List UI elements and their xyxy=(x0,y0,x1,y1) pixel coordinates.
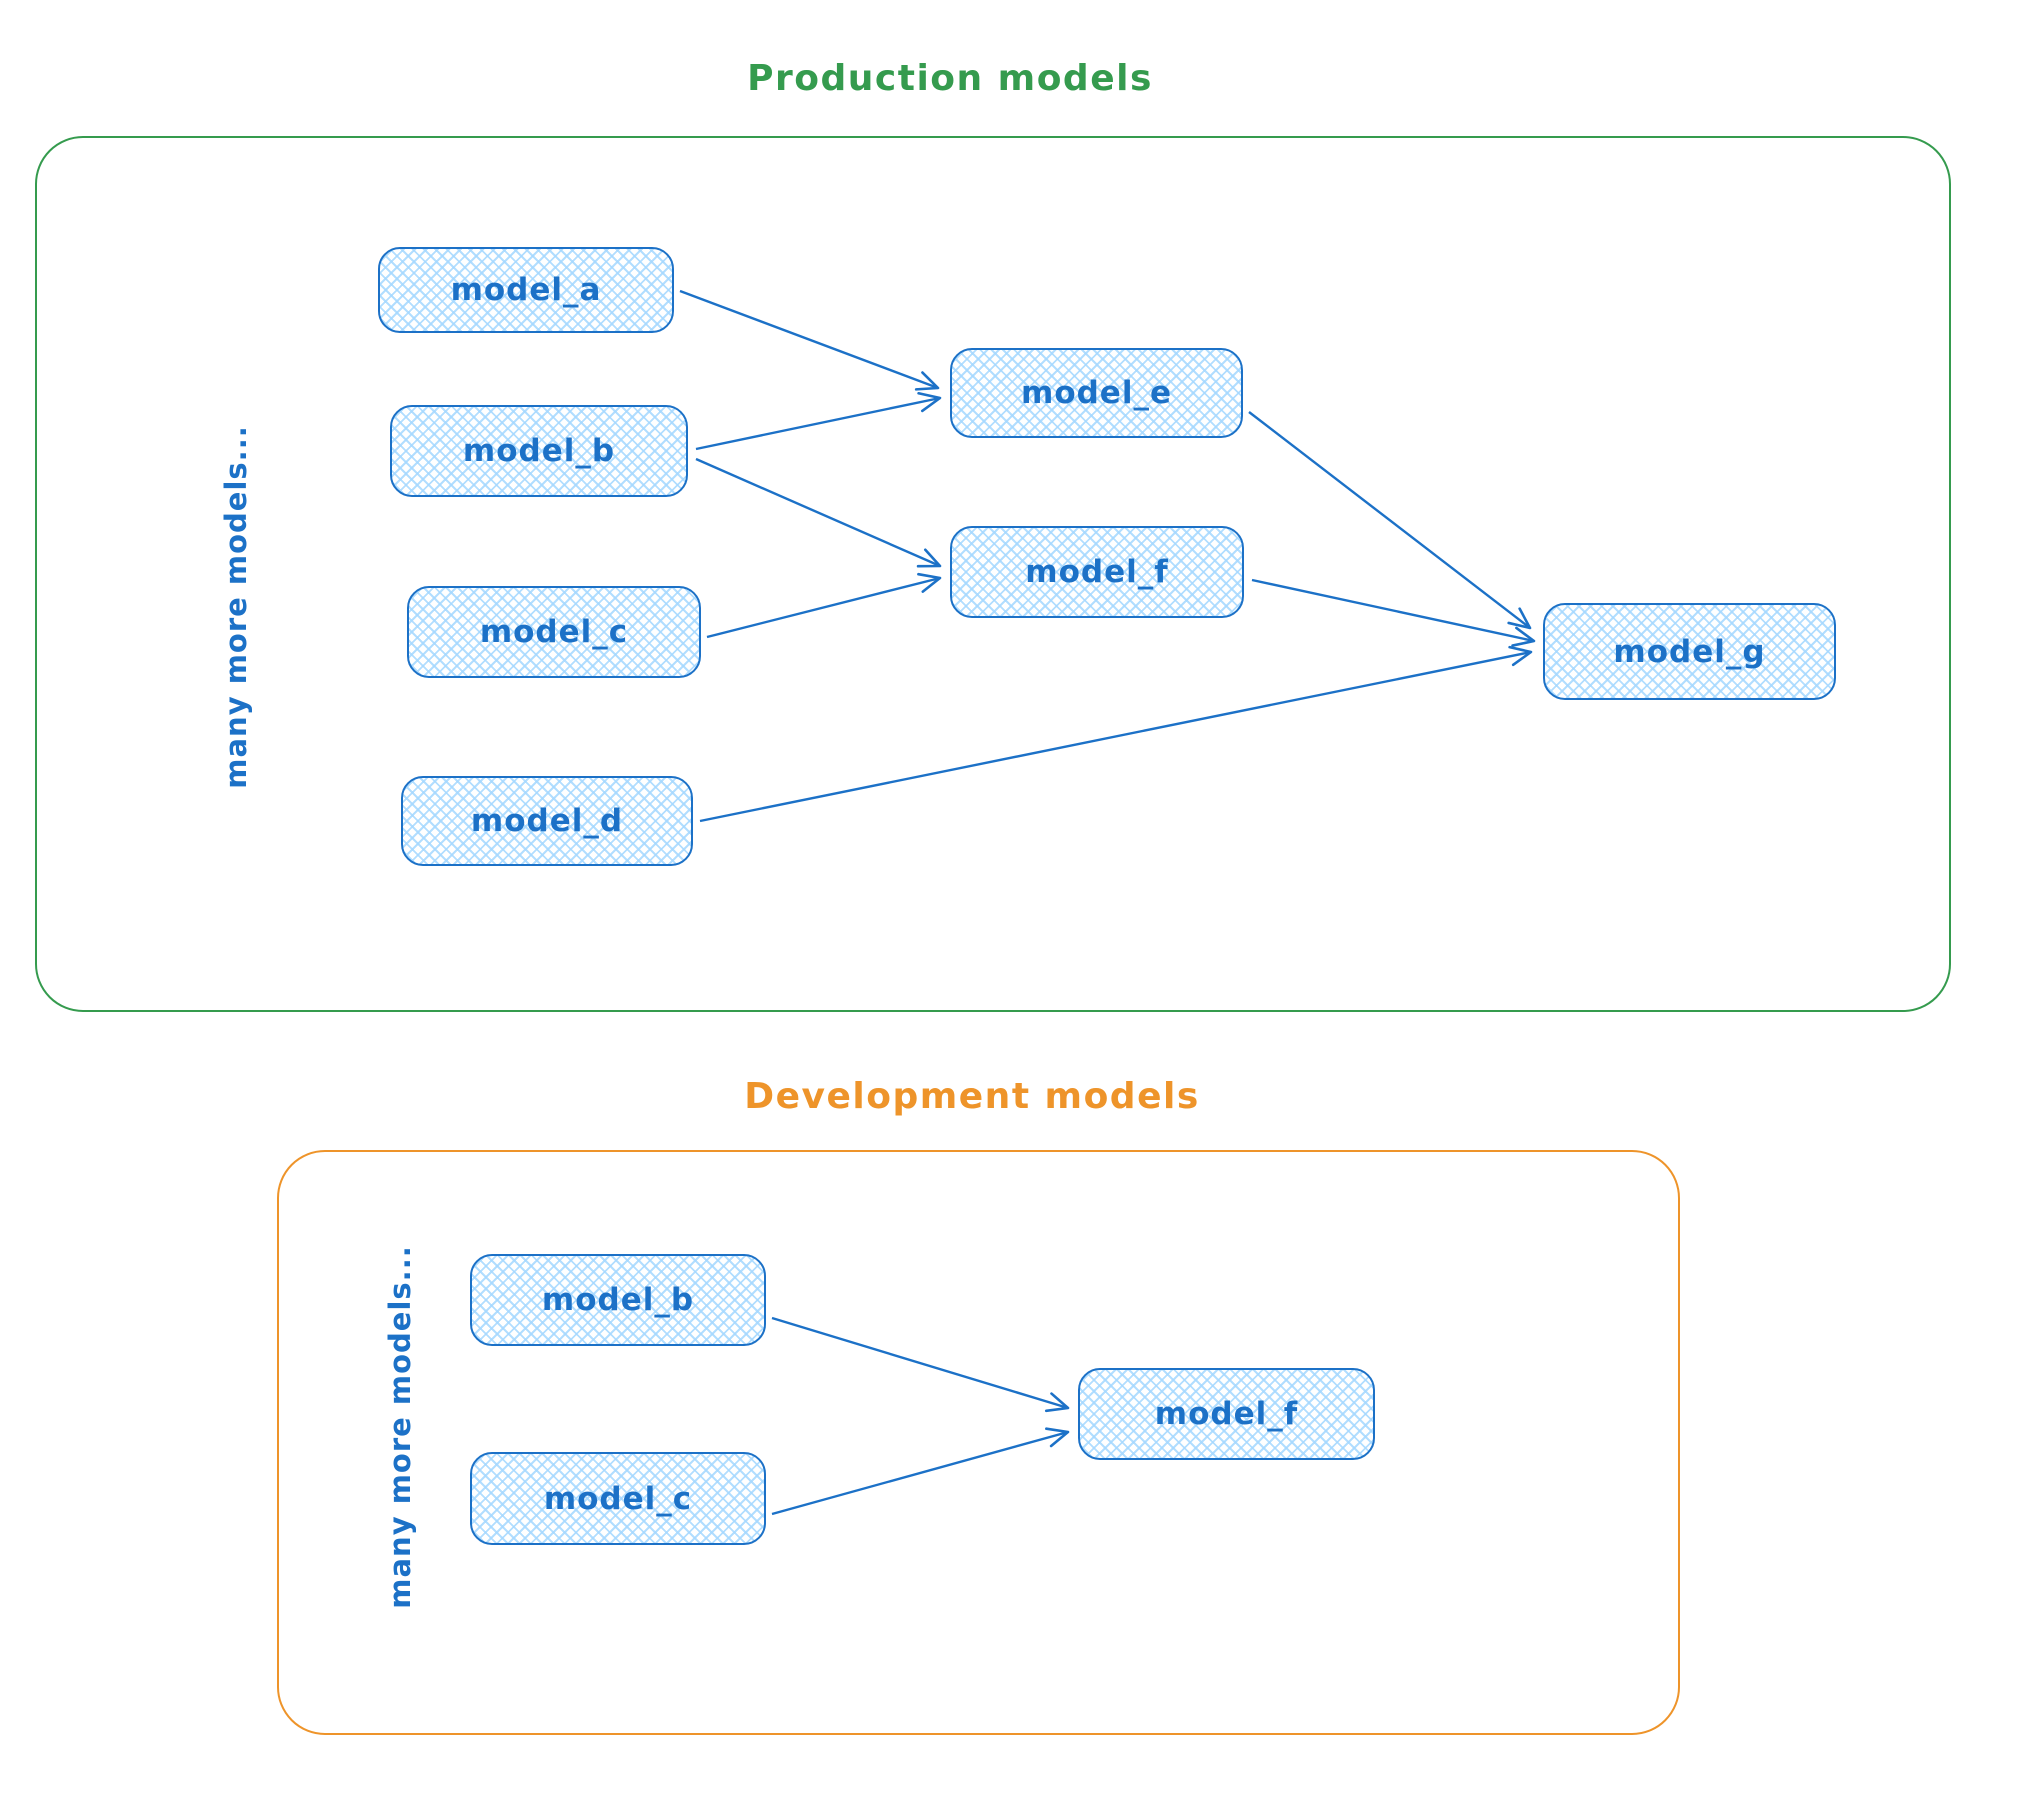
node-development-model_b[interactable]: model_b xyxy=(470,1254,766,1346)
node-production-model_a[interactable]: model_a xyxy=(378,247,674,333)
node-development-model_c[interactable]: model_c xyxy=(470,1452,766,1545)
development-side-label: many more models... xyxy=(383,1245,417,1609)
node-production-model_e[interactable]: model_e xyxy=(950,348,1243,438)
node-production-model_b[interactable]: model_b xyxy=(390,405,688,497)
development-section-title: Development models xyxy=(744,1076,1200,1117)
node-production-model_g[interactable]: model_g xyxy=(1543,603,1836,700)
node-production-model_c[interactable]: model_c xyxy=(407,586,701,678)
node-production-model_f[interactable]: model_f xyxy=(950,526,1244,618)
development-frame[interactable] xyxy=(277,1150,1680,1735)
node-development-model_f[interactable]: model_f xyxy=(1078,1368,1375,1460)
production-side-label: many more models... xyxy=(219,425,253,789)
production-section-title: Production models xyxy=(747,58,1153,99)
node-production-model_d[interactable]: model_d xyxy=(401,776,693,866)
production-frame[interactable] xyxy=(35,136,1951,1012)
